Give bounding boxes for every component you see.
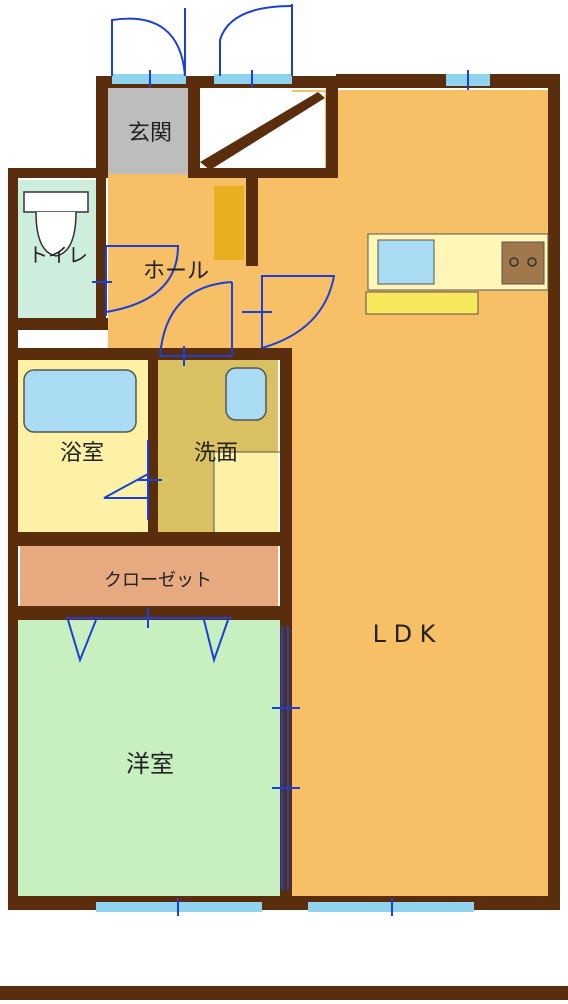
bathtub-icon	[23, 369, 137, 433]
ldk-floor	[292, 90, 550, 898]
storage-diagonal	[200, 92, 325, 170]
closet-label: クローゼット	[104, 570, 212, 591]
door-toilet-swing[interactable]	[105, 245, 180, 313]
stove-burner-left	[509, 257, 519, 267]
ldk-label: L D K	[373, 620, 437, 648]
stove-burner-right	[527, 257, 537, 267]
entrance-floor	[108, 88, 188, 174]
wall-ldk-left	[326, 76, 338, 174]
door-ldk-swing[interactable]	[261, 275, 336, 349]
door-bath-swing[interactable]	[103, 473, 149, 499]
door-handles	[92, 281, 300, 789]
bath-label: 浴室	[60, 441, 104, 466]
wall-bath-top	[8, 348, 292, 360]
kitchen-sink-icon	[377, 239, 435, 285]
western-room-floor	[18, 620, 280, 896]
wash-basin-icon	[225, 367, 267, 421]
closet-door-right[interactable]	[203, 619, 229, 664]
wall-storage-left	[188, 88, 200, 178]
kitchen-counter-front	[365, 291, 479, 315]
door-storage-swing[interactable]	[219, 5, 293, 76]
stove-icon	[501, 241, 545, 285]
toilet-icon	[23, 191, 89, 257]
door-wash-swing[interactable]	[159, 281, 233, 357]
wall-toilet-right	[96, 176, 106, 318]
wall-closet-bottom	[8, 606, 292, 620]
washroom-floor-right	[214, 452, 278, 532]
wall-bath-divider	[148, 360, 158, 532]
washroom-label: 洗面	[194, 441, 238, 466]
closet-floor	[20, 546, 278, 608]
wall-storage-bottom	[188, 168, 338, 178]
wall-right	[548, 74, 560, 910]
wall-bottom-sill	[0, 986, 568, 1000]
wall-left-top	[8, 168, 108, 178]
toilet-label: トイレ	[28, 243, 88, 267]
wall-bottom	[8, 896, 560, 910]
hall-label: ホール	[143, 259, 209, 284]
closet-door-left[interactable]	[67, 619, 97, 664]
wall-entrance-left	[96, 76, 108, 176]
hall-shelf	[214, 186, 244, 260]
western-room-label: 洋室	[126, 750, 174, 778]
entrance-label: 玄関	[128, 121, 172, 146]
wall-closet-top	[8, 532, 292, 546]
wall-toilet-bottom	[8, 318, 108, 330]
windows	[96, 70, 490, 916]
wall-hall-right	[246, 176, 258, 266]
door-entrance-swing[interactable]	[111, 17, 186, 77]
